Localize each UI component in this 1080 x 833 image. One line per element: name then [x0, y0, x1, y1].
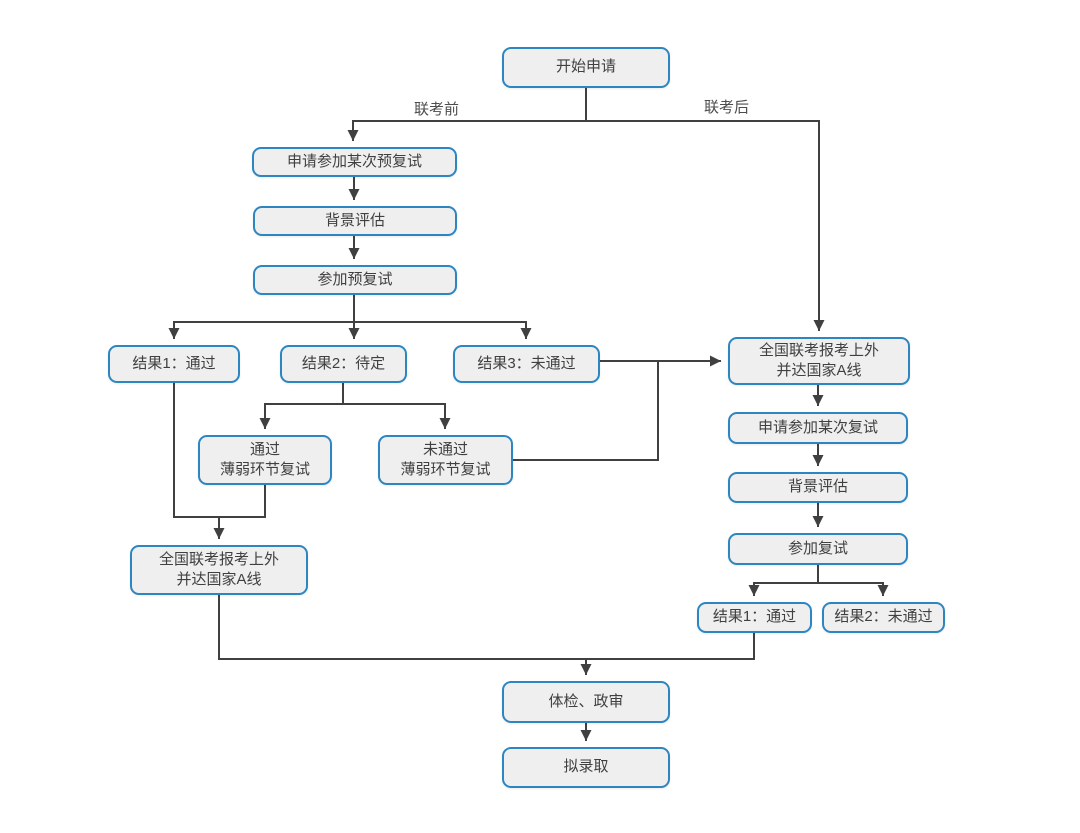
edge-label-before-exam: 联考前: [414, 101, 460, 118]
node-left-national-exam-a-line: 全国联考报考上外 并达国家A线: [130, 545, 308, 595]
node-pre-interview: 参加预复试: [253, 265, 457, 295]
node-health-political-check: 体检、政审: [502, 681, 670, 723]
node-right-national-exam-a-line: 全国联考报考上外 并达国家A线: [728, 337, 910, 385]
node-pre-result-pending: 结果2：待定: [280, 345, 407, 383]
node-weak-link-pass: 通过 薄弱环节复试: [198, 435, 332, 485]
node-right-result-pass: 结果1：通过: [697, 602, 812, 633]
node-pre-result-fail: 结果3：未通过: [453, 345, 600, 383]
node-weak-link-fail: 未通过 薄弱环节复试: [378, 435, 513, 485]
node-right-apply-retest: 申请参加某次复试: [728, 412, 908, 444]
node-pre-apply: 申请参加某次预复试: [252, 147, 457, 177]
node-pre-result-pass: 结果1：通过: [108, 345, 240, 383]
edge-label-after-exam: 联考后: [704, 99, 750, 116]
node-pre-background-check: 背景评估: [253, 206, 457, 236]
node-right-background-check: 背景评估: [728, 472, 908, 503]
node-right-result-fail: 结果2：未通过: [822, 602, 945, 633]
node-proposed-admission: 拟录取: [502, 747, 670, 788]
node-right-interview: 参加复试: [728, 533, 908, 565]
node-start: 开始申请: [502, 47, 670, 88]
